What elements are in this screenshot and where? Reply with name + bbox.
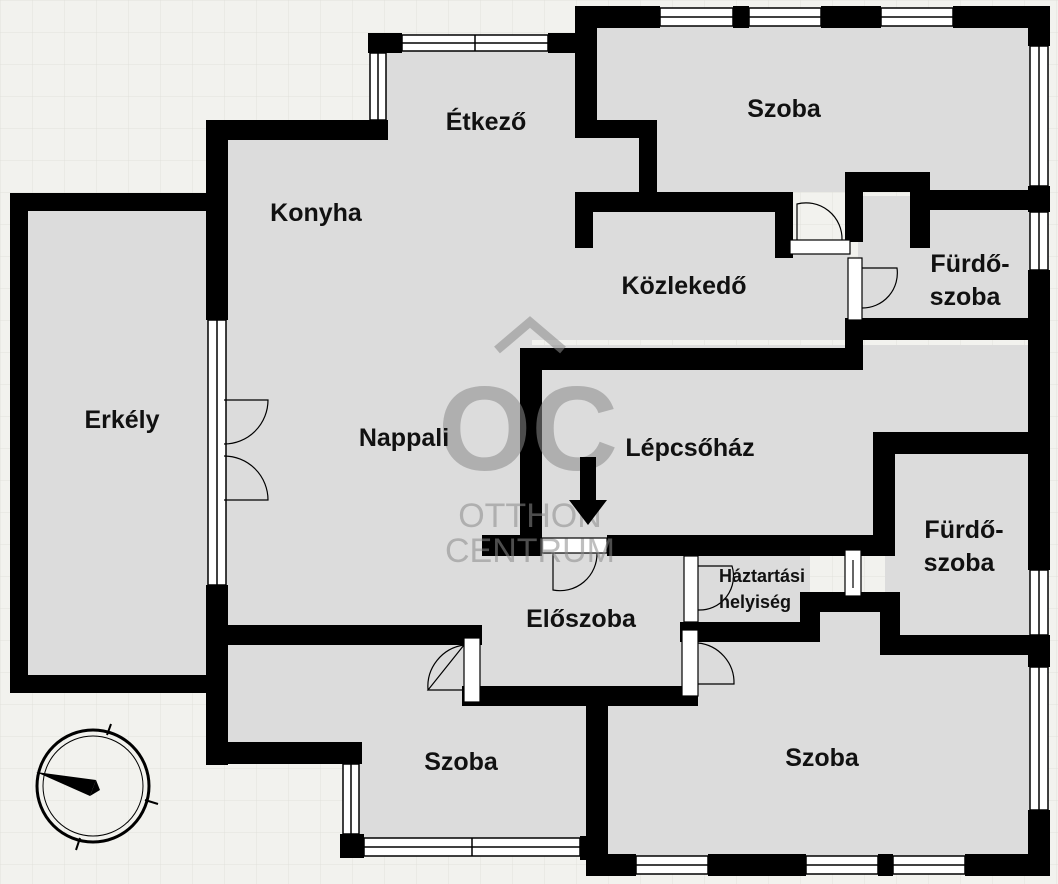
watermark-line2: CENTRUM	[445, 532, 615, 570]
label-erkely: Erkély	[84, 406, 159, 434]
wall	[586, 700, 608, 876]
wall	[575, 120, 657, 138]
wall	[607, 535, 893, 556]
window	[369, 52, 387, 121]
wall	[845, 172, 930, 192]
wall	[733, 6, 749, 28]
wall	[575, 6, 597, 138]
door-utility	[683, 555, 735, 623]
wall	[462, 625, 482, 641]
wall	[368, 33, 402, 53]
wall	[575, 192, 793, 212]
label-etkezo: Étkező	[446, 107, 527, 136]
floor-room-bottom-left	[214, 640, 590, 850]
wall	[214, 625, 482, 645]
wall	[548, 33, 578, 53]
window	[635, 855, 709, 875]
wall	[1028, 6, 1050, 46]
wall	[206, 120, 228, 320]
door-stairwell	[541, 537, 608, 592]
label-furdo-mid-1: Fürdő-	[924, 516, 1003, 544]
door-bath-mid	[844, 549, 862, 597]
window	[748, 7, 822, 27]
door-top-room	[789, 202, 851, 255]
wall	[680, 622, 820, 642]
floor-bath-mid	[885, 440, 1032, 640]
window	[880, 7, 954, 27]
window	[401, 34, 549, 52]
window	[1029, 45, 1049, 187]
wall	[462, 686, 698, 706]
floor-room-top	[586, 16, 1032, 192]
wall	[340, 742, 362, 764]
wall	[520, 348, 542, 556]
label-haztartasi-2: helyiség	[719, 592, 791, 612]
walls	[10, 6, 1050, 876]
label-szoba-top: Szoba	[747, 95, 822, 123]
wall	[586, 854, 636, 876]
floor-bath-top	[858, 196, 1032, 326]
label-lepcsohaz: Lépcsőház	[625, 434, 754, 462]
wall	[873, 432, 1050, 454]
entrance-arrow-icon	[569, 457, 607, 525]
label-haztartasi-1: Háztartási	[719, 566, 805, 586]
label-furdo-top-1: Fürdő-	[930, 250, 1009, 278]
wall	[206, 742, 362, 764]
label-szoba-bottom-right: Szoba	[785, 744, 860, 772]
windows	[207, 7, 1049, 875]
label-furdo-mid-2: szoba	[924, 549, 996, 577]
wall	[821, 6, 881, 28]
window	[1029, 211, 1049, 271]
window	[1029, 666, 1049, 811]
wall	[206, 120, 388, 140]
floor-balcony	[18, 202, 214, 684]
wall	[873, 432, 895, 556]
compass-icon	[35, 723, 159, 851]
window	[342, 763, 360, 835]
wall	[482, 535, 542, 556]
door-bath-top	[847, 257, 898, 321]
label-furdo-top-2: szoba	[930, 283, 1002, 311]
window	[805, 855, 879, 875]
floor-room-bottom-right	[596, 600, 1032, 870]
window	[363, 837, 581, 857]
floor-utility	[690, 555, 810, 625]
wall	[10, 193, 215, 211]
label-szoba-bottom-left: Szoba	[424, 748, 499, 776]
door-balcony	[223, 399, 269, 501]
wall	[340, 834, 364, 858]
label-konyha: Konyha	[270, 199, 363, 227]
wall	[800, 592, 900, 612]
wall	[953, 6, 1050, 28]
door-bottom-left	[426, 637, 481, 703]
wall	[10, 193, 28, 693]
wall	[639, 120, 657, 210]
window	[1029, 569, 1049, 636]
room-labels: Étkező Szoba Konyha Közlekedő Fürdő- szo…	[84, 95, 1009, 776]
wall	[10, 675, 215, 693]
wall	[575, 6, 660, 28]
watermark: OC OTTHON CENTRUM	[438, 316, 618, 570]
watermark-roof-icon	[494, 316, 566, 354]
wall	[845, 318, 1050, 340]
label-eloszoba: Előszoba	[526, 605, 637, 633]
window	[892, 855, 966, 875]
wall	[206, 585, 228, 765]
door-bottom-right	[681, 629, 735, 697]
wall	[520, 348, 863, 370]
wall	[1028, 270, 1050, 570]
label-kozlekedo: Közlekedő	[621, 272, 746, 300]
wall	[575, 192, 593, 248]
wall	[880, 635, 1050, 655]
window	[207, 319, 227, 586]
window	[659, 7, 734, 27]
label-nappali: Nappali	[359, 424, 449, 452]
wall	[910, 190, 1050, 210]
wall	[775, 192, 793, 258]
wall	[965, 854, 1050, 876]
wall	[878, 854, 893, 876]
wall	[708, 854, 806, 876]
doors	[223, 202, 898, 703]
